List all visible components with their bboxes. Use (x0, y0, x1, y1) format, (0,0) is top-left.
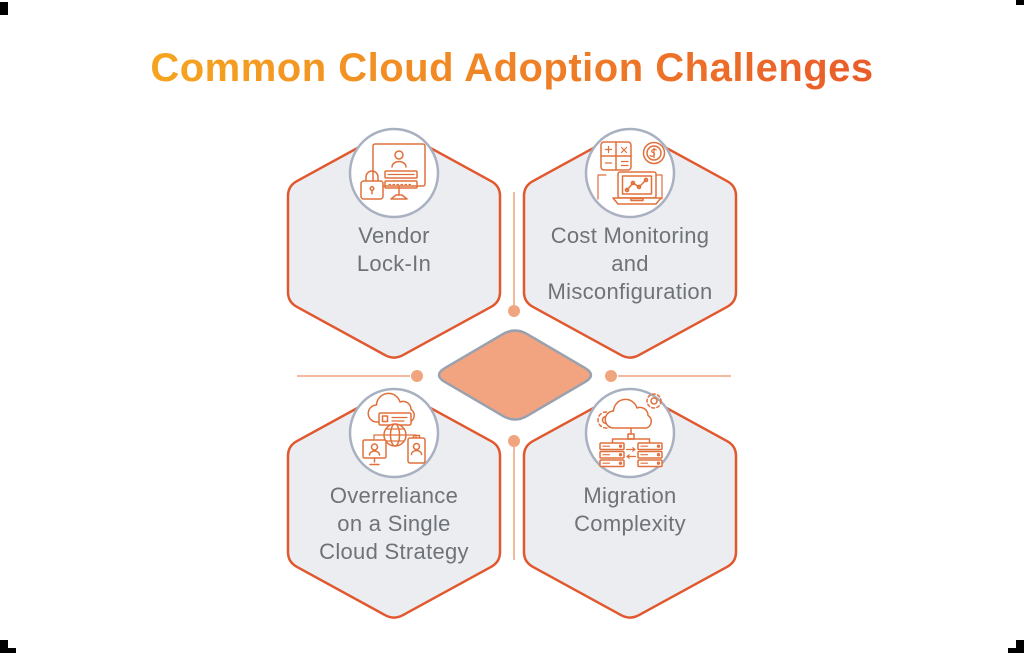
connector-top-dot (508, 305, 520, 317)
transfer-arrows-icon (625, 447, 637, 459)
crop-mark-bottom-right (1008, 648, 1024, 653)
user-badge-icon (407, 434, 426, 464)
crop-mark-bottom-right (1016, 640, 1024, 653)
padlock-icon (360, 170, 384, 200)
calculator-coin-laptop-chart-icon (597, 141, 666, 205)
server-icon (378, 412, 412, 426)
hexagon-label-cost-monitoring: Cost Monitoring and Misconfiguration (510, 222, 750, 306)
user-monitor-icon (362, 439, 387, 466)
lock-monitor-icon (360, 143, 426, 200)
label-line: Overreliance (329, 483, 459, 508)
hexagon-vendor-lock-in (286, 129, 502, 359)
hexagon-label-overreliance: Overreliance on a Single Cloud Strategy (274, 482, 514, 566)
center-diamond (437, 329, 593, 421)
label-line: and (611, 251, 649, 276)
connector-bottom-dot (508, 435, 520, 447)
crop-mark-top-right (1016, 0, 1024, 5)
label-line: Cost Monitoring (550, 223, 710, 248)
label-line: Lock-In (356, 251, 432, 276)
label-line: Complexity (574, 511, 686, 536)
label-line: Migration (583, 483, 677, 508)
connector-right-dot (605, 370, 617, 382)
globe-icon (383, 423, 407, 447)
laptop-chart-icon (612, 171, 662, 205)
cloud-icon (604, 398, 652, 429)
label-line: on a Single (337, 511, 451, 536)
page-title: Common Cloud Adoption Challenges (0, 46, 1024, 91)
label-line: Cloud Strategy (319, 539, 469, 564)
crop-mark-top-left (0, 2, 8, 15)
hexagon-cost-monitoring (522, 129, 738, 359)
cloud-gears-servers-icon (597, 393, 663, 468)
connector-left-dot (411, 370, 423, 382)
server-stack-icon (599, 442, 663, 468)
hexagon-label-migration-complexity: Migration Complexity (510, 482, 750, 538)
dollar-coin-icon (642, 141, 666, 165)
crop-mark-bottom-left (0, 648, 16, 653)
crop-mark-bottom-left (0, 640, 8, 653)
hexagon-overreliance (286, 389, 502, 619)
hexagon-migration-complexity (522, 389, 738, 619)
label-line: Vendor (358, 223, 430, 248)
connectors (297, 192, 731, 560)
label-line: Misconfiguration (547, 279, 713, 304)
cloud-globe-users-icon (362, 392, 426, 466)
calculator-icon (600, 141, 632, 171)
hexagon-label-vendor-lock-in: Vendor Lock-In (274, 222, 514, 278)
